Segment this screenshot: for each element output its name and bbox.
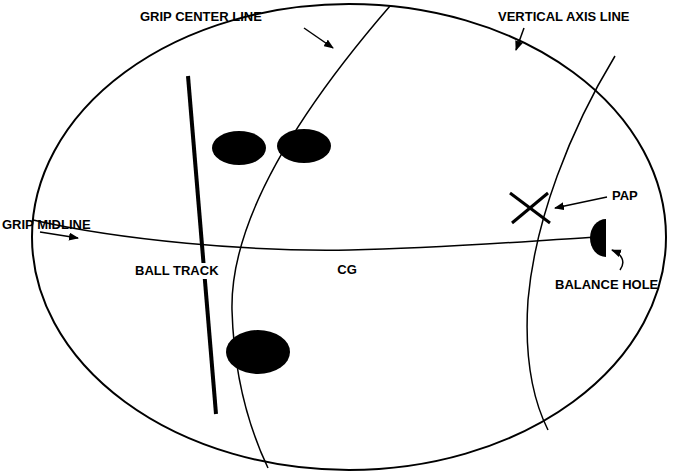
line-label: GRIP MIDLINE: [2, 217, 91, 233]
grip-center-line: [232, 6, 390, 468]
balance-hole: [590, 219, 606, 257]
point-label: CG: [337, 262, 357, 278]
leader-arrow: [516, 28, 524, 50]
thumb-hole: [226, 330, 290, 374]
line-label: GRIP CENTER LINE: [140, 9, 262, 25]
ball-track-line: [188, 76, 216, 414]
line-label: BALL TRACK: [133, 263, 221, 279]
part-label: BALANCE HOLE: [555, 277, 658, 293]
finger-hole: [212, 131, 266, 165]
point-label: PAP: [612, 188, 638, 204]
leader-arrow: [555, 197, 607, 208]
line-label: VERTICAL AXIS LINE: [498, 9, 629, 25]
leader-arrow: [304, 28, 333, 48]
leader-arrow: [612, 250, 623, 270]
ball-outline: [32, 4, 666, 470]
leader-arrow: [40, 232, 78, 238]
pap-mark: [510, 193, 550, 223]
vertical-axis-line: [527, 56, 615, 430]
finger-hole: [277, 129, 331, 163]
pap-mark: [512, 193, 548, 223]
grip-midline: [33, 220, 600, 250]
